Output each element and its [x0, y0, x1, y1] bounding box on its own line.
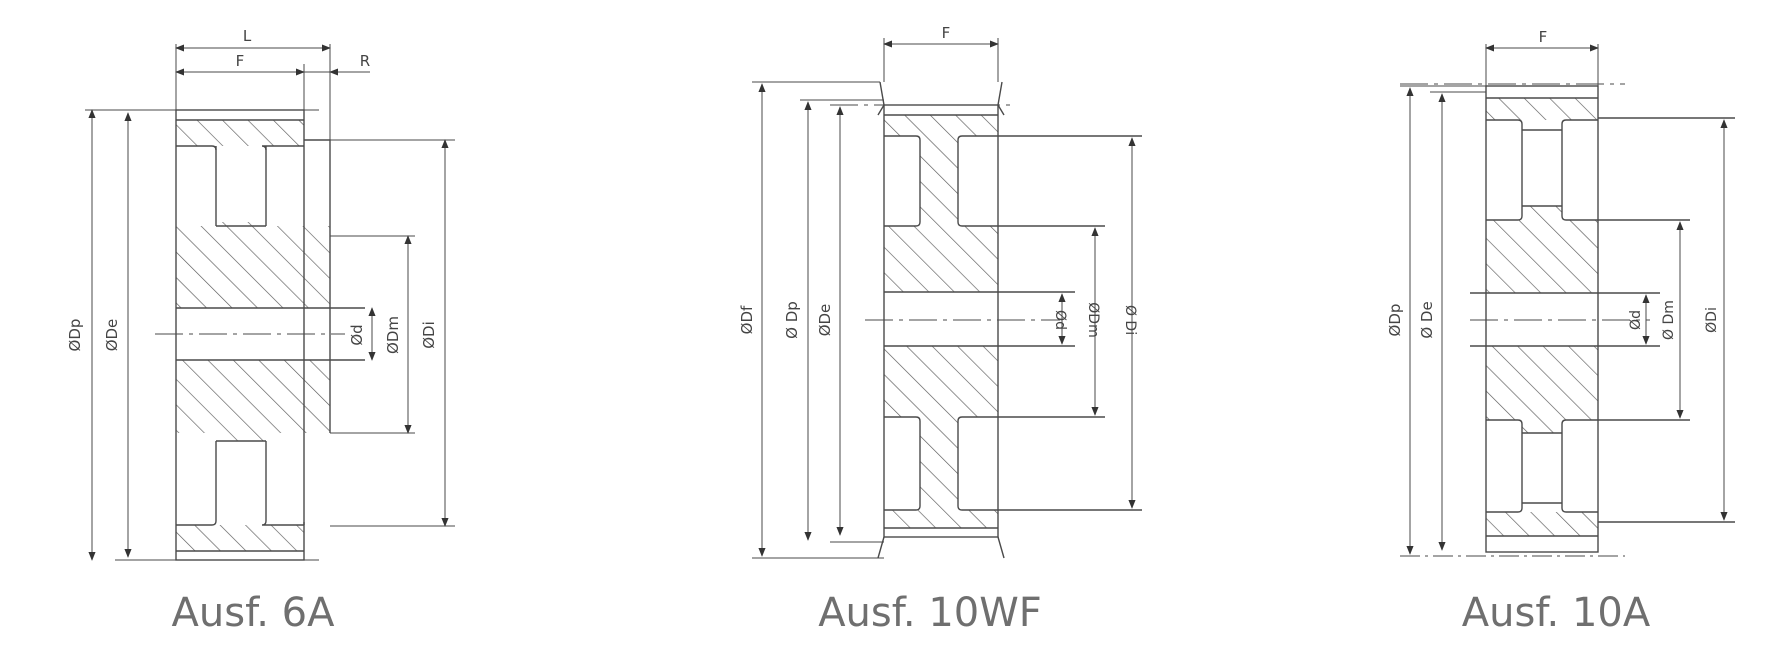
dim-label: F [1539, 28, 1548, 46]
pulley-10wf-labels: F ØDf Ø Dp ØDe Ød ØDm Ø Di [738, 24, 1138, 339]
dim-label: Ø Di [1122, 305, 1138, 335]
dim-label: ØDi [1704, 307, 1720, 333]
dim-label: Ød [348, 324, 366, 345]
dim-label: L [243, 27, 252, 45]
dim-label: Ø Dp [783, 301, 801, 339]
dim-label: ØDm [1085, 302, 1101, 337]
dim-label: ØDp [66, 319, 84, 352]
caption-6a: Ausf. 6A [171, 590, 335, 636]
dim-label: F [942, 24, 951, 42]
dim-label: ØDe [816, 304, 834, 337]
pulley-10a-labels: F ØDp Ø De Ød Ø Dm ØDi [1386, 28, 1720, 340]
dim-label: F [236, 52, 245, 70]
caption-10a: Ausf. 10A [1461, 590, 1651, 636]
pulley-10wf [752, 38, 1142, 559]
dim-label: ØDi [420, 321, 438, 349]
dim-label: ØDf [738, 305, 756, 334]
dim-label: Ø De [1418, 301, 1436, 338]
dim-label: R [360, 52, 370, 70]
dim-label: Ød [1628, 310, 1644, 330]
dim-label: ØDm [384, 316, 402, 354]
dim-label: ØDe [103, 319, 121, 352]
dim-label: ØDp [1386, 304, 1404, 337]
pulley-6a-labels: L F R ØDp ØDe Ød ØDm ØDi [66, 27, 438, 354]
caption-10wf: Ausf. 10WF [818, 590, 1042, 636]
pulley-10a [1400, 44, 1735, 557]
dim-label: Ø Dm [1661, 300, 1677, 340]
dim-label: Ød [1052, 310, 1068, 330]
pulley-6a [85, 44, 455, 561]
